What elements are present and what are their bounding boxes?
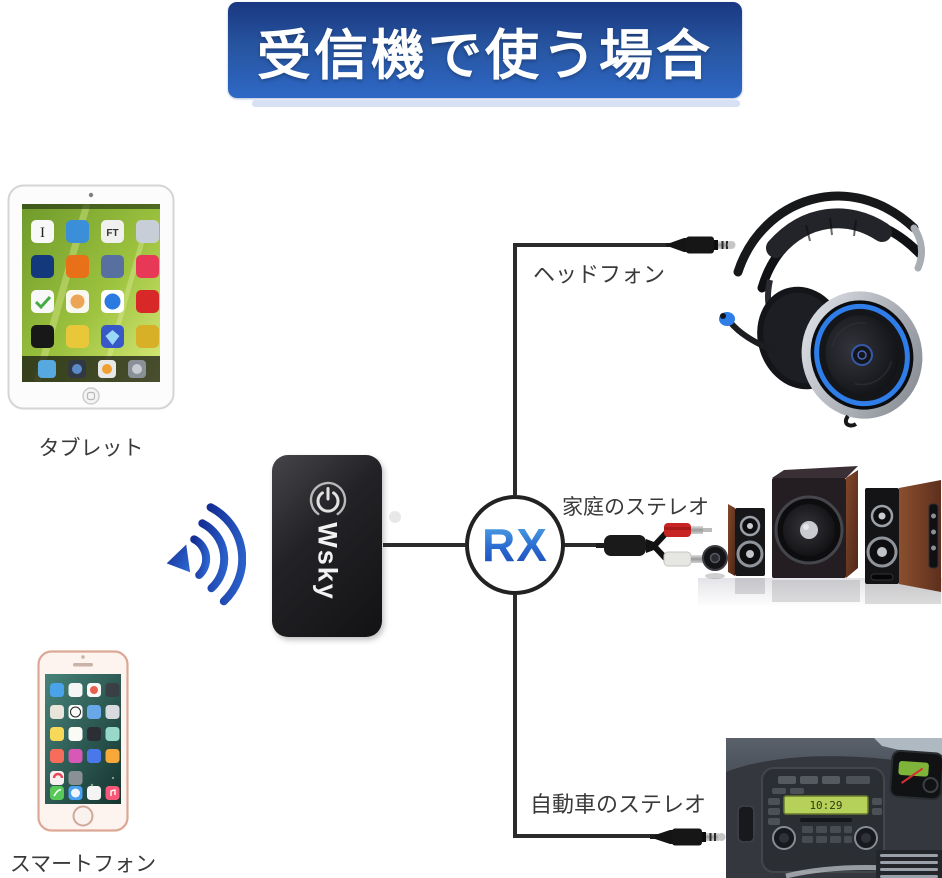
svg-text:FT: FT bbox=[106, 228, 118, 239]
phone-app-icons bbox=[50, 683, 120, 785]
mic-boom bbox=[727, 319, 775, 353]
tablet-label: タブレット bbox=[38, 437, 144, 460]
smartphone-image bbox=[37, 650, 129, 832]
side-pocket bbox=[737, 805, 755, 843]
rca-adapter-icon bbox=[596, 523, 712, 567]
line-to-stereo bbox=[561, 543, 607, 547]
rca-plug-red-icon bbox=[664, 523, 712, 537]
tablet-app-icons: I FT bbox=[31, 220, 159, 348]
line-to-car bbox=[513, 834, 663, 838]
home-stereo-image bbox=[698, 466, 942, 608]
tablet-home-button-icon bbox=[82, 387, 100, 405]
speaker-control-panel bbox=[928, 503, 939, 569]
smartphone-label: スマートフォン bbox=[9, 853, 157, 876]
volume-controller-puck bbox=[702, 545, 728, 579]
phone-home-button-icon bbox=[72, 805, 94, 827]
lcd-display bbox=[783, 795, 869, 815]
headset-arm bbox=[910, 224, 925, 272]
tablet-camera-icon bbox=[88, 192, 94, 198]
reflection-dot bbox=[389, 511, 401, 523]
line-to-headphones bbox=[513, 243, 675, 247]
phone-dock-icons bbox=[50, 786, 120, 800]
right-speaker bbox=[865, 480, 941, 592]
instrument-cluster bbox=[889, 749, 942, 801]
phone-camera-icon bbox=[81, 655, 85, 659]
power-icon bbox=[309, 481, 347, 519]
headband-cushion bbox=[766, 208, 892, 258]
car-stereo-image: 10:29 bbox=[726, 738, 942, 878]
radio-head-unit: 10:29 bbox=[768, 776, 882, 850]
aux-plug-icon-headphones bbox=[666, 236, 736, 254]
title-banner: 受信機で使う場合 bbox=[228, 2, 742, 98]
subwoofer bbox=[772, 466, 858, 578]
tablet-dock-icons bbox=[38, 360, 146, 378]
line-hub-down bbox=[513, 595, 517, 838]
rx-mode-label: RX bbox=[482, 519, 548, 571]
lcd-text: 10:29 bbox=[809, 799, 842, 812]
rx-mode-circle: RX bbox=[465, 495, 565, 595]
phone-speaker-icon bbox=[73, 663, 93, 667]
tablet-image: I FT bbox=[7, 184, 175, 410]
aux-plug-icon-car bbox=[650, 828, 726, 846]
air-vent-icon bbox=[876, 850, 942, 878]
receiver-brand: Wsky bbox=[312, 522, 343, 601]
bass-port bbox=[870, 573, 894, 581]
home-stereo-label: 家庭のステレオ bbox=[562, 496, 709, 519]
banner-underline bbox=[252, 100, 740, 107]
line-hub-up bbox=[513, 243, 517, 495]
headphones-label: ヘッドフォン bbox=[533, 262, 666, 287]
car-stereo-label: 自動車のステレオ bbox=[530, 792, 707, 817]
right-ear-cup bbox=[801, 291, 923, 419]
page-title: 受信機で使う場合 bbox=[257, 25, 713, 86]
line-device-to-hub bbox=[383, 543, 465, 547]
wireless-signal-icon bbox=[166, 503, 246, 606]
left-speaker bbox=[728, 504, 765, 576]
bluetooth-receiver-device bbox=[272, 455, 382, 637]
headset-cable bbox=[843, 414, 858, 428]
cd-slot bbox=[800, 818, 852, 822]
svg-text:I: I bbox=[40, 225, 45, 241]
headband bbox=[733, 191, 919, 277]
headphones-image bbox=[719, 191, 925, 428]
